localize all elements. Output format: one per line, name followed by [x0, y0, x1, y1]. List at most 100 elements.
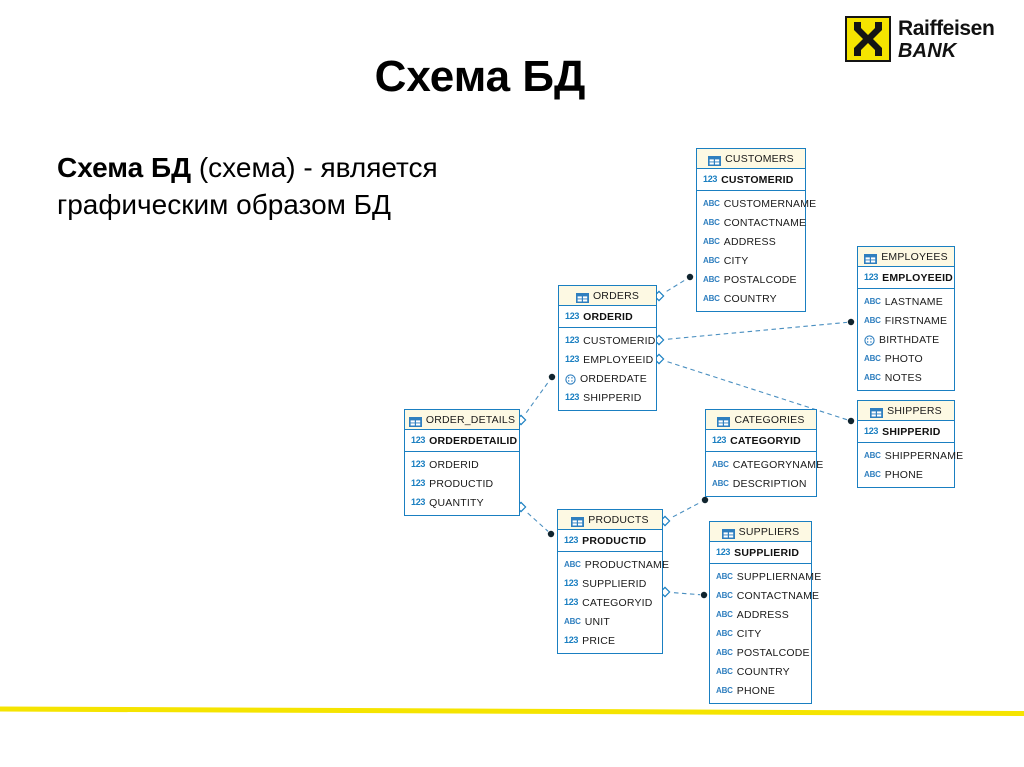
er-field-label: CUSTOMERNAME	[723, 197, 817, 210]
number-type-icon: 123	[564, 535, 579, 545]
giebelkreuz-icon	[845, 16, 891, 62]
number-type-icon: 123	[565, 354, 580, 364]
er-one-endpoint	[847, 318, 855, 326]
er-one-endpoint	[686, 273, 694, 281]
body-term: Схема БД	[57, 152, 192, 183]
er-field-label: CATEGORYID	[582, 596, 653, 609]
table-icon	[717, 415, 731, 427]
er-field-label: ORDERDATE	[580, 372, 647, 385]
er-field-label: PHONE	[884, 468, 924, 481]
er-field-label: SUPPLIERID	[734, 546, 800, 559]
number-type-icon: 123	[565, 335, 580, 345]
er-relationship-orders-employees	[653, 318, 855, 346]
text-type-icon: ABC	[864, 315, 881, 325]
er-field-label: PRICE	[582, 634, 616, 647]
table-icon	[721, 527, 735, 539]
number-type-icon: 123	[411, 459, 426, 469]
number-type-icon: 123	[716, 547, 731, 557]
text-type-icon: ABC	[564, 559, 581, 569]
er-field-label: SHIPPERNAME	[884, 449, 964, 462]
er-relationship-products-categories	[659, 496, 709, 527]
er-field-label: SHIPPERID	[882, 425, 941, 438]
text-type-icon: ABC	[716, 685, 733, 695]
er-field-label: POSTALCODE	[723, 273, 797, 286]
er-field-label: PHOTO	[884, 352, 923, 365]
number-type-icon: 123	[564, 635, 579, 645]
er-field-label: COUNTRY	[736, 665, 790, 678]
text-type-icon: ABC	[712, 459, 729, 469]
er-field-label: PRODUCTNAME	[584, 558, 670, 571]
er-relationship-products-suppliers	[659, 586, 708, 599]
logo-line-2: BANK	[898, 39, 957, 62]
er-table-name: CATEGORIES	[734, 413, 805, 426]
er-field-label: PHONE	[736, 684, 776, 697]
logo-line-1: Raiffeisen	[898, 16, 995, 40]
er-field-label: NOTES	[884, 371, 922, 384]
er-one-endpoint	[548, 373, 556, 381]
er-table-name: SHIPPERS	[887, 404, 942, 417]
er-field-label: CITY	[736, 627, 762, 640]
er-field-label: CUSTOMERID	[721, 173, 794, 186]
er-field-label: CONTACTNAME	[736, 589, 820, 602]
er-field-row: ORDERDATE	[559, 369, 656, 388]
er-field-label: ORDERDETAILID	[429, 434, 518, 447]
text-type-icon: ABC	[703, 274, 720, 284]
number-type-icon: 123	[864, 426, 879, 436]
text-type-icon: ABC	[716, 590, 733, 600]
number-type-icon: 123	[564, 597, 579, 607]
er-field-label: SUPPLIERID	[582, 577, 647, 590]
er-table-header: SHIPPERS	[858, 401, 954, 421]
number-type-icon: 123	[864, 272, 879, 282]
er-table-header: PRODUCTS	[558, 510, 662, 530]
er-field-label: CONTACTNAME	[723, 216, 807, 229]
text-type-icon: ABC	[864, 372, 881, 382]
number-type-icon: 123	[565, 311, 580, 321]
er-field-label: COUNTRY	[723, 292, 777, 305]
er-field-label: ORDERID	[429, 458, 479, 471]
number-type-icon: 123	[411, 497, 426, 507]
er-field-label: CITY	[723, 254, 749, 267]
table-icon	[708, 154, 722, 166]
er-field-label: PRODUCTID	[582, 534, 647, 547]
number-type-icon: 123	[564, 578, 579, 588]
body-definition: (схема) - является графическим образом Б…	[57, 152, 438, 220]
er-one-endpoint	[547, 530, 555, 538]
